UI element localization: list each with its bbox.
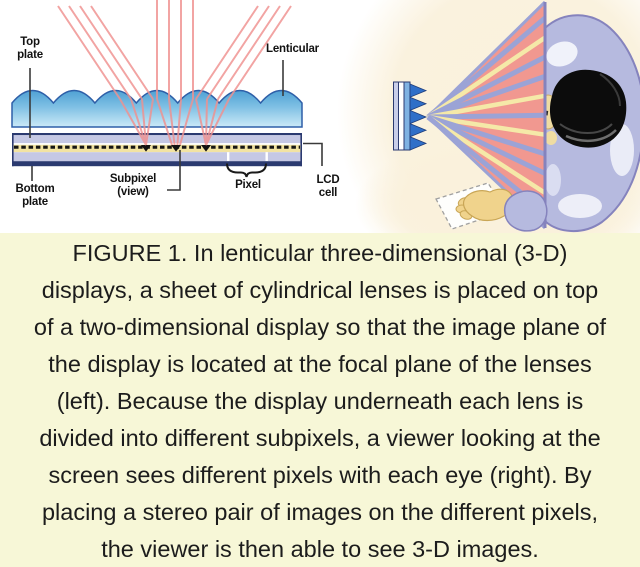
screen-lens-tooth — [409, 96, 428, 111]
pixel-brace-icon — [226, 163, 267, 178]
fan-ray — [426, 54, 547, 120]
caption-line: divided into different subpixels, a view… — [39, 425, 601, 451]
lenticular-cross-section — [11, 0, 323, 191]
leader-subpixel — [167, 150, 181, 191]
label-lenticular: Lenticular — [266, 43, 319, 55]
bottom-plate-edge — [12, 161, 302, 167]
layer-gap — [12, 143, 302, 145]
fan-ray — [426, 114, 547, 176]
hair-streak — [599, 73, 621, 107]
light-rays — [57, 0, 292, 146]
bottom-plate-layer — [12, 152, 302, 162]
viewer-sleeve — [503, 190, 548, 232]
caption-line: the viewer is then able to see 3-D image… — [101, 536, 539, 562]
shoulder-highlight — [610, 124, 634, 176]
figure-artwork: Top plate Lenticular Subpixel (view) Pix… — [0, 0, 640, 233]
viewer-hair — [549, 69, 627, 148]
fan-ray — [427, 114, 546, 157]
label-subpixel-view: Subpixel (view) — [109, 173, 157, 198]
label-top-plate: Top plate — [17, 36, 43, 61]
screen-lens-tooth — [409, 123, 428, 138]
caption-line: the display is located at the focal plan… — [48, 351, 592, 377]
caption-line: displays, a sheet of cylindrical lenses … — [41, 277, 599, 303]
caption-line: placing a stereo pair of images on the d… — [41, 499, 599, 525]
display-screen — [393, 81, 428, 151]
viewer-chin — [545, 131, 557, 145]
lcd-layer-stack — [12, 133, 302, 167]
caption-line: screen sees different pixels with each e… — [48, 462, 592, 488]
top-plate-edge — [12, 133, 302, 136]
fan-ray — [427, 112, 546, 120]
fan-ray — [426, 16, 547, 119]
screen-mid-plate — [398, 81, 405, 151]
screen-lens-tooth — [409, 109, 428, 125]
label-bottom-plate: Bottom plate — [15, 183, 55, 208]
viewed-subpixel — [201, 145, 211, 152]
top-plate-layer — [12, 135, 302, 144]
caption-line: FIGURE 1. In lenticular three-dimensiona… — [72, 240, 568, 266]
stack-left-edge — [12, 133, 14, 167]
pixel-boundary — [227, 152, 230, 162]
leader-lines — [29, 60, 323, 191]
figure-artwork-svg — [11, 0, 640, 233]
shoulder-highlight — [558, 194, 602, 218]
viewer-illustration — [337, 0, 640, 233]
pixel-boundary — [265, 152, 268, 162]
caption-line: of a two-dimensional display so that the… — [33, 314, 607, 340]
shoulder-highlight — [545, 164, 561, 196]
screen-lens-tooth — [409, 83, 428, 98]
hair-streak — [559, 123, 613, 134]
stack-right-edge — [300, 133, 302, 167]
screen-lens-tooth — [409, 136, 428, 151]
caption-line: (left). Because the display underneath e… — [56, 388, 584, 414]
fan-ray — [427, 114, 546, 137]
screen-back-plate — [393, 81, 399, 151]
label-lcd-cell: LCD cell — [316, 174, 340, 199]
leader-lcd-cell — [303, 142, 323, 166]
hair-streak — [565, 129, 617, 143]
fan-ray — [426, 35, 547, 119]
figure-caption: FIGURE 1. In lenticular three-dimensiona… — [0, 233, 640, 567]
label-pixel: Pixel — [235, 179, 261, 191]
shoulder-highlight — [546, 41, 578, 67]
screen-front-plate — [403, 81, 411, 151]
fan-ray — [426, 115, 547, 195]
viewed-subpixel — [171, 145, 181, 152]
fan-ray — [427, 93, 546, 120]
ray-fan — [426, 0, 547, 230]
fan-ray — [427, 74, 546, 120]
viewed-subpixel — [141, 145, 151, 152]
